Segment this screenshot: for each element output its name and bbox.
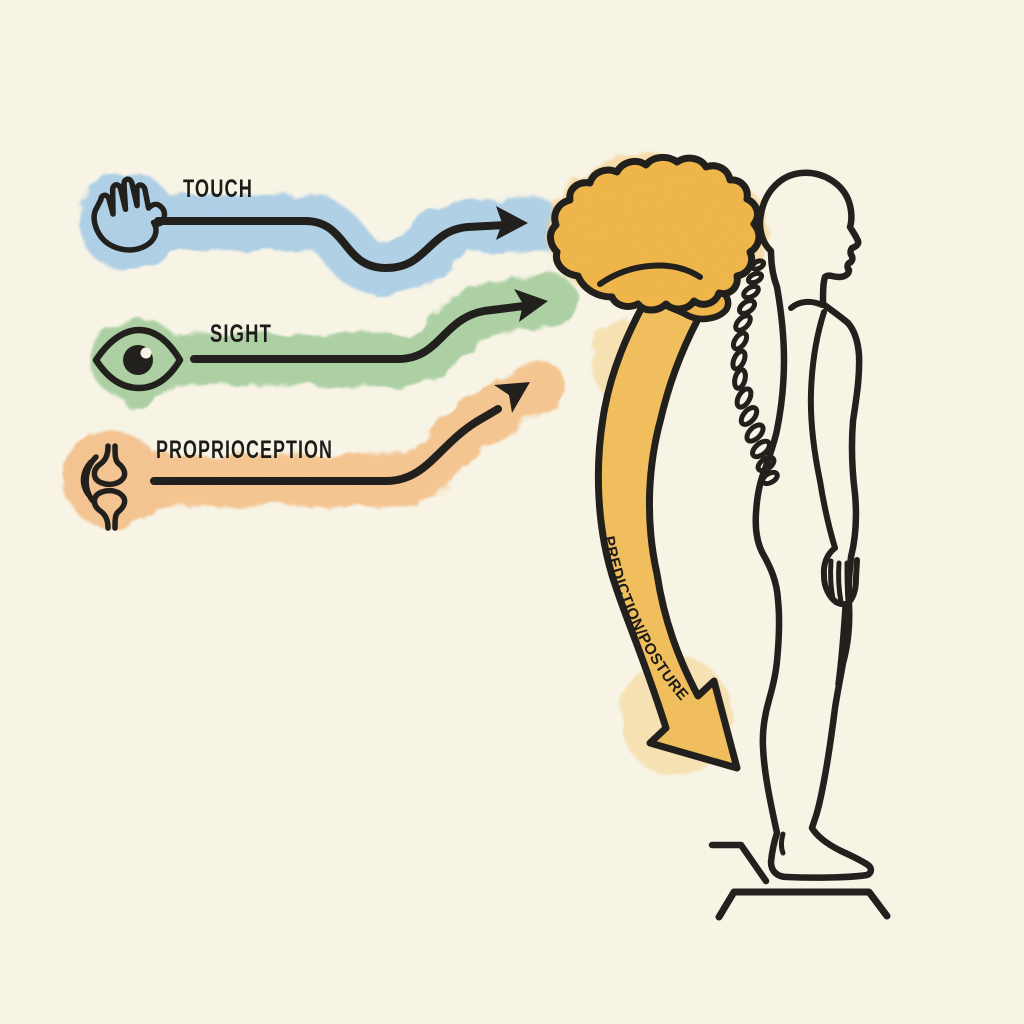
illustration-canvas: PREDICTION/POSTURE [0, 0, 1024, 1024]
illustration-stage: PREDICTION/POSTURE [0, 0, 1024, 1024]
paper-texture [0, 0, 1024, 1024]
